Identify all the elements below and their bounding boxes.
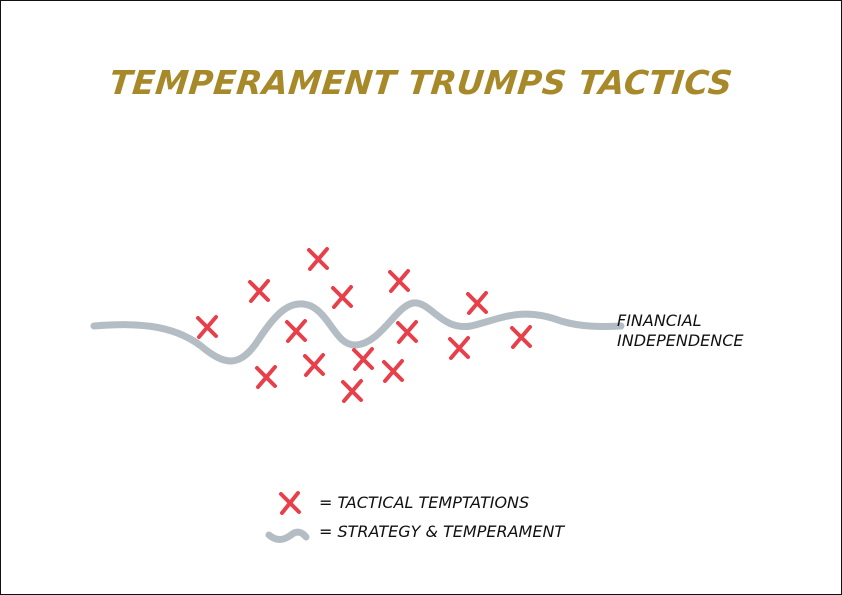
temptation-crosses (196, 247, 532, 403)
temptation-cross-icon (307, 247, 329, 271)
temptation-cross-icon (466, 291, 488, 315)
temptation-cross-icon (196, 315, 218, 339)
temptation-cross-icon (352, 347, 374, 371)
temptation-cross-icon (510, 325, 532, 349)
temptation-cross-icon (331, 285, 353, 309)
strategy-path (90, 299, 625, 365)
temptation-cross-icon (396, 320, 418, 344)
legend-cross-icon (279, 491, 301, 515)
legend-wavy-line-icon (265, 528, 310, 543)
financial-independence-label: FINANCIAL INDEPENDENCE (617, 311, 744, 351)
legend-strategy-label: = STRATEGY & TEMPERAMENT (319, 522, 565, 541)
temptation-cross-icon (255, 365, 277, 389)
temptation-cross-icon (341, 379, 363, 403)
temptation-cross-icon (285, 319, 307, 343)
temptation-cross-icon (248, 279, 270, 303)
temptation-cross-icon (448, 336, 470, 360)
end-label-line1: FINANCIAL (617, 311, 702, 330)
legend-temptations-label: = TACTICAL TEMPTATIONS (319, 493, 530, 512)
temptation-cross-icon (388, 269, 410, 293)
end-label-line2: INDEPENDENCE (617, 331, 744, 350)
temptation-cross-icon (303, 353, 325, 377)
temptation-cross-icon (382, 359, 404, 383)
